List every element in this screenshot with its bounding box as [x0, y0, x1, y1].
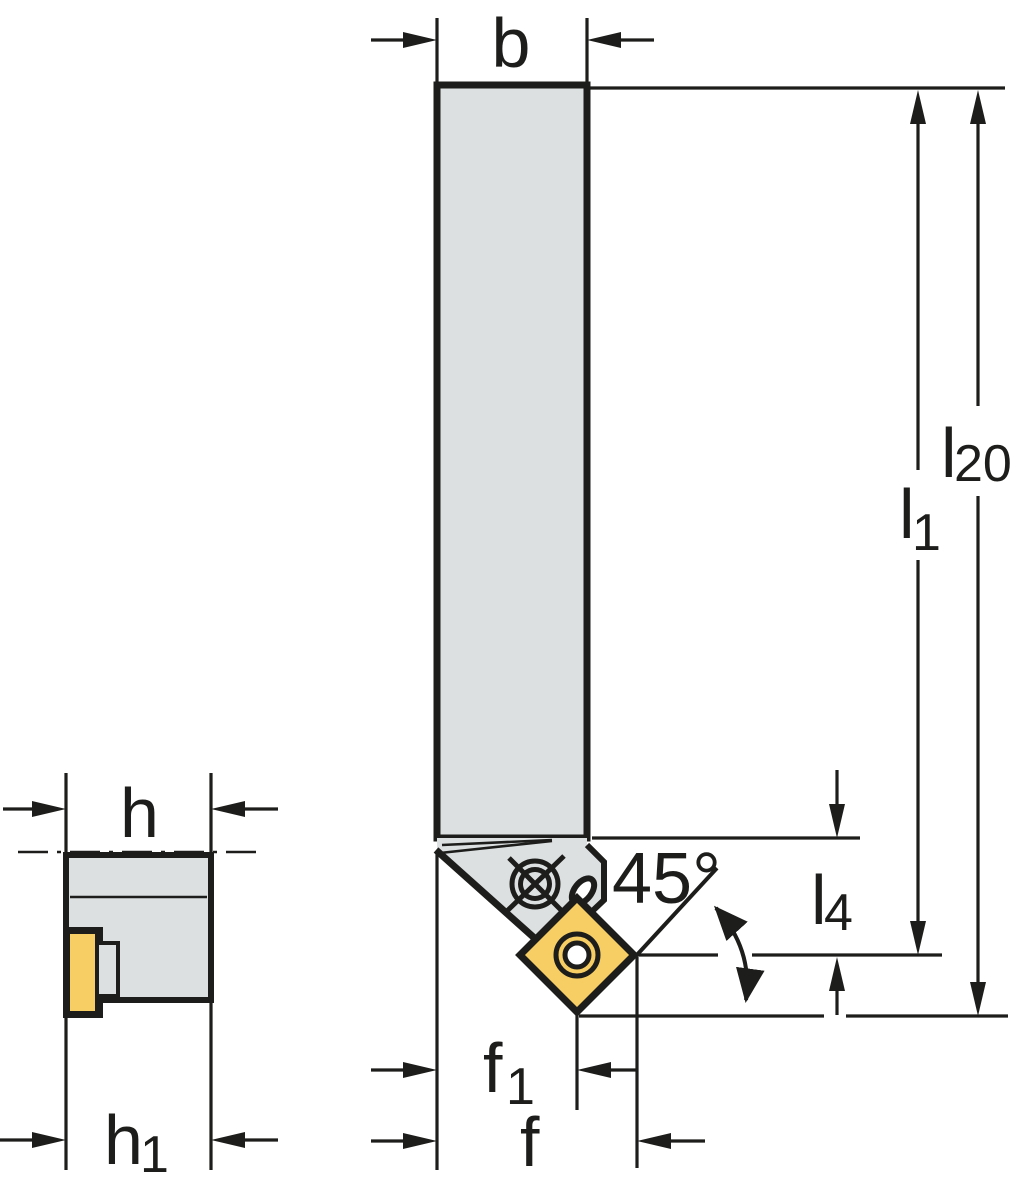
f-arrow-left-head — [403, 1133, 437, 1149]
l4-label-base: l — [811, 861, 827, 939]
h-arrow-left-head — [32, 801, 66, 817]
front-view — [433, 81, 639, 1017]
shank — [433, 81, 591, 842]
b-arrow-right-head — [587, 32, 621, 48]
cutting-insert — [515, 893, 639, 1017]
dimension-l4: l 4 — [811, 770, 853, 1015]
l20-label-sub: 20 — [954, 435, 1012, 493]
shim-wedge-line-lower — [439, 839, 553, 855]
b-label: b — [492, 4, 531, 82]
f-label: f — [520, 1103, 540, 1181]
insert-hole-outer-ring — [553, 931, 601, 979]
h1-label-base: h — [104, 1101, 143, 1179]
dimension-f1: f 1 — [371, 1029, 638, 1116]
f-arrow-right-head — [637, 1133, 671, 1149]
angle-label: 45° — [612, 839, 721, 919]
f1-arrow-left-head — [403, 1062, 437, 1078]
dimension-h1: h 1 — [0, 1101, 278, 1184]
angle-reference-diagonal — [633, 866, 719, 959]
l20-arrow-bottom-head — [970, 982, 986, 1016]
clamp-screw-outer-circle — [509, 858, 561, 910]
shim-wedge-line-upper — [441, 838, 553, 847]
end-view: h h 1 — [0, 773, 278, 1184]
l1-label-sub: 1 — [912, 504, 941, 562]
dimension-b: b — [371, 4, 654, 83]
dimension-h: h — [3, 774, 278, 852]
h-label: h — [120, 774, 159, 852]
clamp-screw-cross-line-2 — [507, 856, 563, 912]
head-left-chamfer-edge — [433, 847, 543, 946]
l20-arrow-top-head — [970, 90, 986, 124]
f1-label-sub: 1 — [506, 1058, 535, 1116]
angle-arc-arrow — [713, 905, 765, 1003]
clamp-screw-inner-circle — [518, 867, 552, 901]
h1-arrow-right-head — [211, 1132, 245, 1148]
l20-label-base: l — [941, 414, 957, 492]
f1-arrow-right-head — [577, 1062, 611, 1078]
insert-hole — [562, 940, 592, 970]
dimension-l1: l 1 — [899, 90, 941, 955]
l1-arrow-bottom-head — [910, 921, 926, 955]
h1-label-sub: 1 — [140, 1126, 169, 1184]
end-view-insert — [70, 934, 95, 1011]
f1-label-base: f — [483, 1029, 503, 1107]
h-arrow-right-head — [211, 801, 245, 817]
l4-arrow-top-head — [829, 804, 845, 838]
b-arrow-left-head — [403, 32, 437, 48]
dimension-l20: l 20 — [941, 90, 1012, 1016]
l1-arrow-top-head — [910, 90, 926, 124]
l1-label-base: l — [899, 475, 915, 553]
end-view-clamp-step — [95, 941, 120, 998]
l4-label-sub: 4 — [824, 884, 853, 942]
l4-arrow-bottom-head — [829, 957, 845, 991]
h1-arrow-left-head — [32, 1132, 66, 1148]
clamp-screw-icon — [504, 854, 566, 914]
dimension-f: f — [371, 1103, 705, 1181]
angle-callout: 45° — [612, 839, 765, 1003]
